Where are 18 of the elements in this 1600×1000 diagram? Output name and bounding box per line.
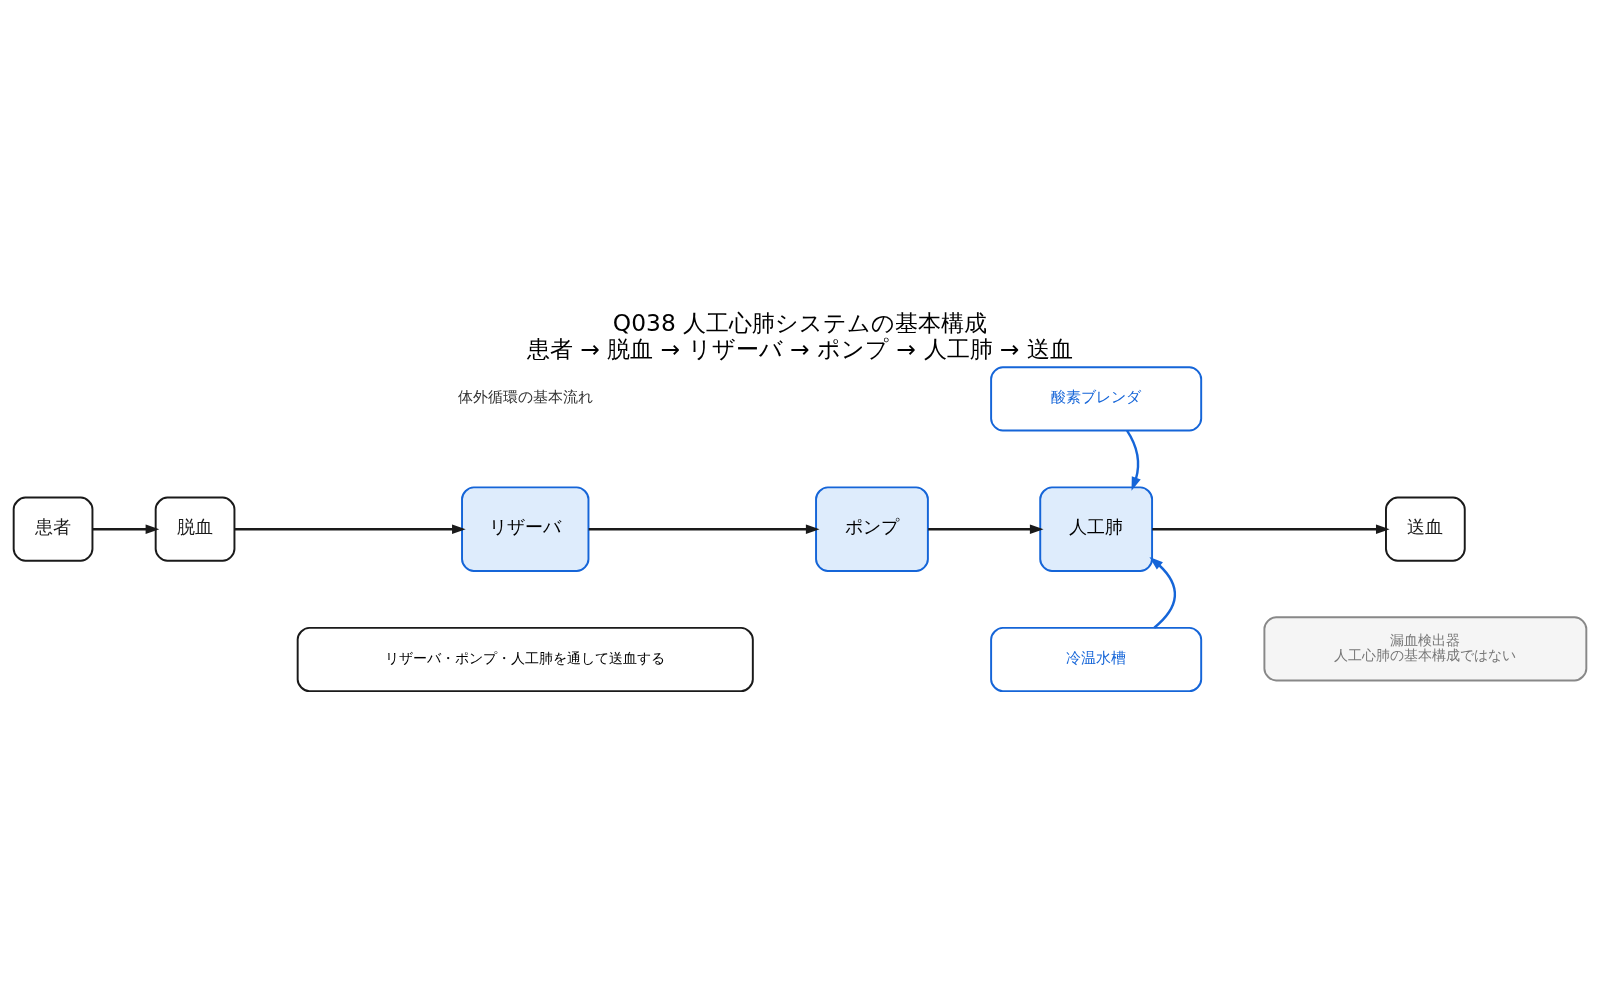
arrow [1152,524,1390,534]
arrow [928,524,1044,534]
node-box: リザーバ [461,486,590,572]
node-box: 患者 [12,496,94,562]
node-box: 送血 [1385,496,1466,562]
node-box: 冷温水槽 [990,626,1203,693]
arrow [588,524,820,534]
node-box: 酸素ブレンダ [990,366,1203,432]
label: 体外循環の基本流れ [457,388,593,406]
node-box: 漏血検出器 人工心肺の基本構成ではない [1263,616,1588,682]
node-box: ポンプ [815,486,929,572]
arrow [92,524,160,534]
node-box: 人工肺 [1039,486,1154,572]
arrow [1126,429,1141,491]
arrow [1149,557,1177,629]
arrow [234,524,466,534]
node-box: リザーバ・ポンプ・人工肺を通して送血する [296,626,754,693]
node-box: 脱血 [154,496,236,562]
